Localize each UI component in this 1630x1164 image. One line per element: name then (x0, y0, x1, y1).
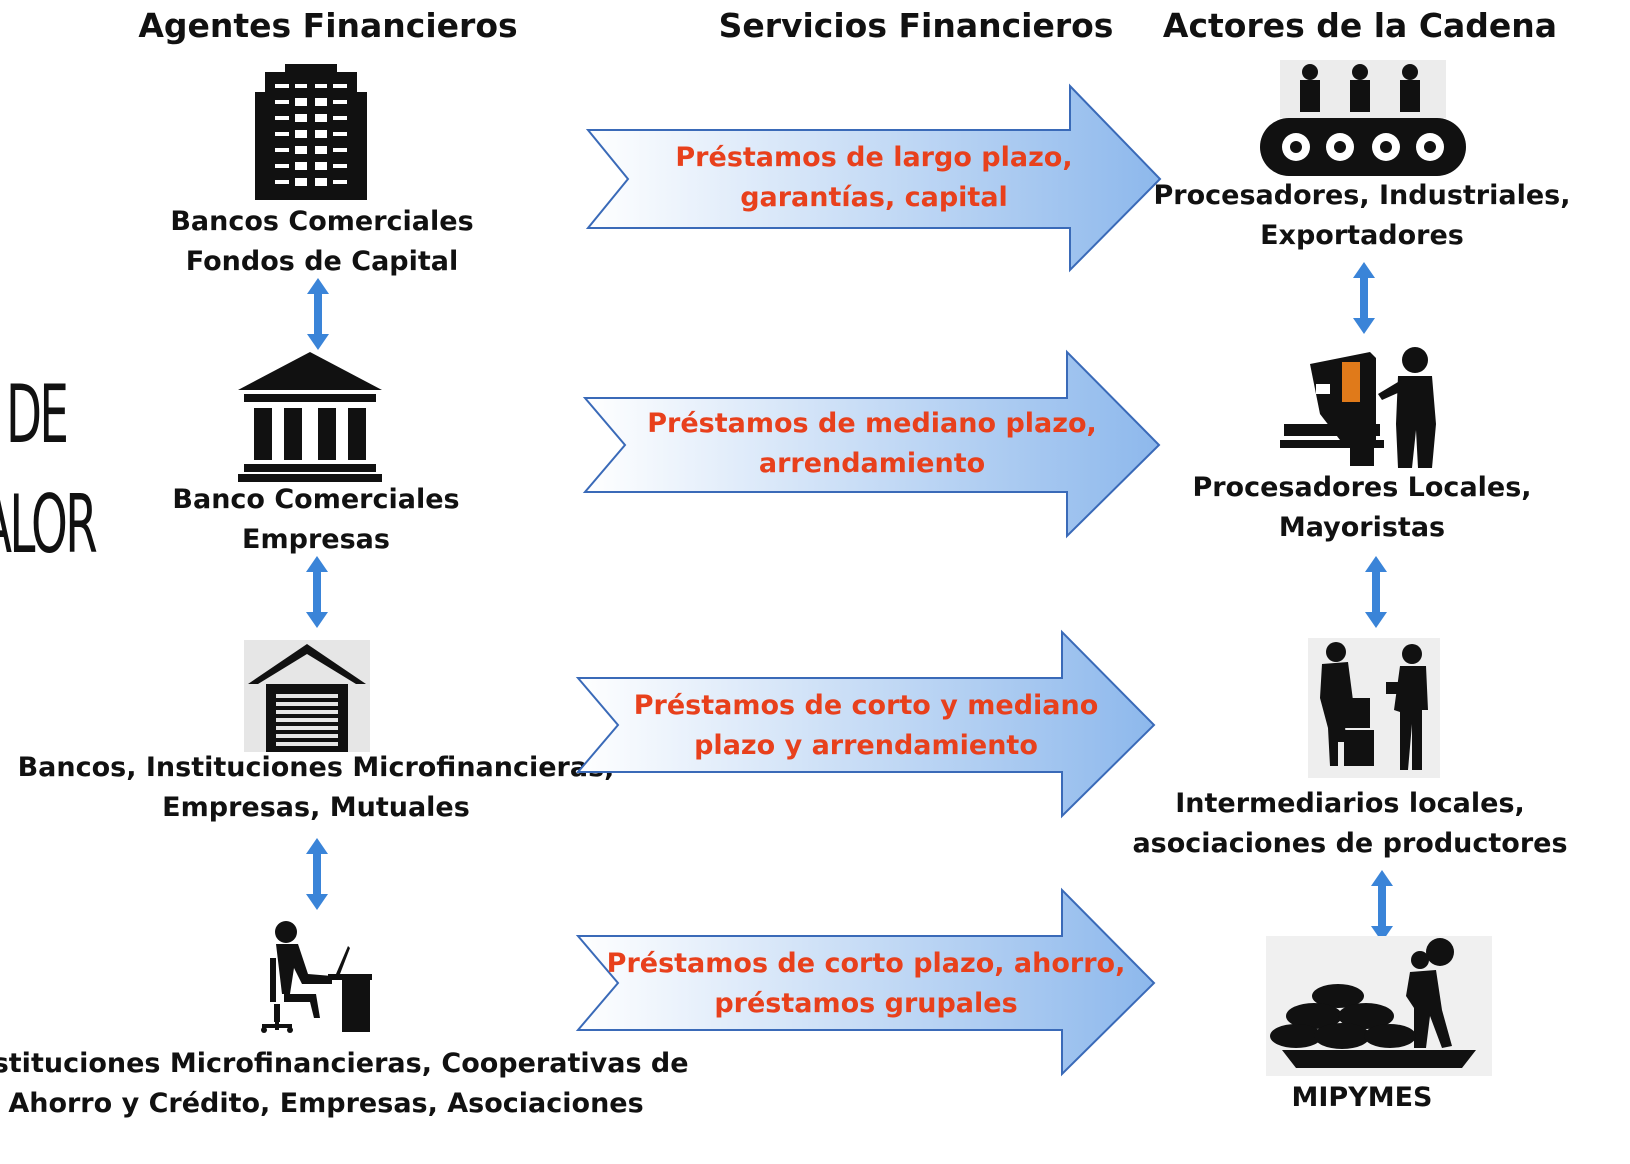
service-1-line2: garantías, capital (740, 182, 1008, 213)
service-4-line2: préstamos grupales (714, 988, 1018, 1019)
porters-silhouette-icon (1308, 638, 1440, 778)
agent-1-line2: Fondos de Capital (185, 246, 459, 277)
machine-operator-icon (1280, 347, 1436, 468)
agent-3-label: Bancos, Instituciones Microfinancieras, … (18, 748, 615, 828)
connector-arrow-actors-1-2 (1353, 262, 1375, 334)
connector-arrow-actors-3-4 (1371, 870, 1393, 942)
conveyor-workers-icon (1260, 60, 1466, 176)
service-arrow-1 (585, 83, 1162, 273)
side-title-line1: DE (6, 368, 69, 461)
agent-2-line1: Banco Comerciales (172, 484, 460, 515)
side-title-line2: ALOR (0, 478, 98, 571)
agent-2-label: Banco Comerciales Empresas (172, 480, 459, 560)
agent-4-label: Instituciones Microfinancieras, Cooperat… (0, 1044, 689, 1124)
agent-1-label: Bancos Comerciales Fondos de Capital (170, 202, 473, 282)
actor-2-label: Procesadores Locales, Mayoristas (1192, 468, 1531, 548)
farmer-sacks-icon (1266, 936, 1492, 1076)
agent-3-line2: Empresas, Mutuales (162, 792, 470, 823)
service-4-text: Préstamos de corto plazo, ahorro, présta… (607, 944, 1126, 1024)
actor-3-line1: Intermediarios locales, (1175, 788, 1525, 819)
service-3-line2: plazo y arrendamiento (694, 730, 1038, 761)
actor-3-line2: asociaciones de productores (1132, 828, 1568, 859)
connector-arrow-agents-1-2 (307, 278, 329, 350)
side-title-fragment: DE ALOR (0, 368, 98, 571)
service-2-text: Préstamos de mediano plazo, arrendamient… (647, 404, 1097, 484)
actors-column-title: Actores de la Cadena (1162, 6, 1558, 45)
connector-arrow-agents-3-4 (306, 838, 328, 910)
actor-2-line2: Mayoristas (1278, 512, 1446, 543)
service-1-text: Préstamos de largo plazo, garantías, cap… (675, 138, 1072, 218)
connector-arrow-agents-2-3 (306, 556, 328, 628)
actor-4-label: MIPYMES (1291, 1078, 1432, 1118)
actor-4-line1: MIPYMES (1291, 1082, 1433, 1113)
agent-4-line2: Ahorro y Crédito, Empresas, Asociaciones (8, 1088, 644, 1119)
agent-4-line1: Instituciones Microfinancieras, Cooperat… (0, 1048, 689, 1079)
agent-2-line2: Empresas (242, 524, 390, 555)
agent-3-line1: Bancos, Instituciones Microfinancieras, (17, 752, 615, 783)
bank-columns-icon (238, 352, 382, 482)
service-1-line1: Préstamos de largo plazo, (675, 142, 1073, 173)
service-3-line1: Préstamos de corto y mediano (633, 690, 1099, 721)
connector-arrow-actors-2-3 (1365, 556, 1387, 628)
actor-1-line1: Procesadores, Industriales, (1153, 180, 1571, 211)
actor-3-label: Intermediarios locales, asociaciones de … (1132, 784, 1567, 864)
service-2-line2: arrendamiento (758, 448, 986, 479)
actor-1-line2: Exportadores (1260, 220, 1464, 251)
agent-1-line1: Bancos Comerciales (170, 206, 474, 237)
service-4-line1: Préstamos de corto plazo, ahorro, (606, 948, 1126, 979)
service-arrow-2 (582, 349, 1161, 539)
actor-1-label: Procesadores, Industriales, Exportadores (1154, 176, 1571, 256)
service-arrow-4 (575, 887, 1156, 1077)
office-building-icon (255, 64, 367, 200)
person-at-desk-icon (261, 921, 372, 1033)
actor-2-line1: Procesadores Locales, (1192, 472, 1532, 503)
service-3-text: Préstamos de corto y mediano plazo y arr… (634, 686, 1099, 766)
service-arrow-3 (575, 629, 1156, 819)
service-2-line1: Préstamos de mediano plazo, (647, 408, 1097, 439)
agents-column-title: Agentes Financieros (138, 6, 518, 45)
garage-house-icon (244, 640, 370, 752)
services-column-title: Servicios Financieros (718, 6, 1114, 45)
